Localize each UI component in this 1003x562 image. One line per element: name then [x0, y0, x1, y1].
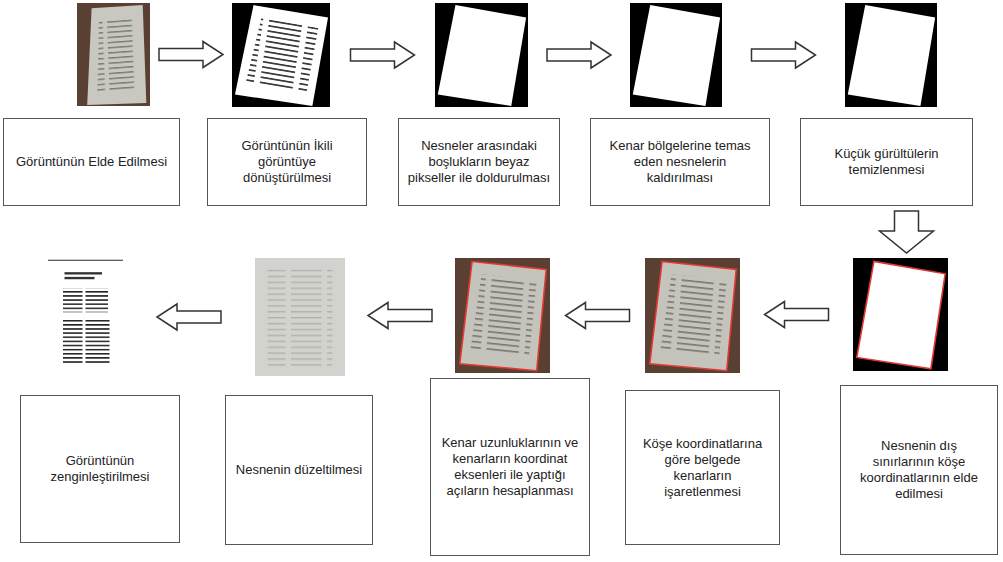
- illustration-slot: [455, 258, 550, 373]
- caption-box: Nesnenin düzeltilmesi: [225, 395, 373, 545]
- cleared-illustration: [630, 3, 722, 107]
- process-step: Nesnenin düzeltilmesi: [225, 258, 373, 545]
- process-step: Görüntünün Elde Edilmesi: [3, 3, 180, 206]
- enhanced-illustration: [48, 258, 123, 376]
- step-caption: Kenar bölgelerine temas eden nesnelerin …: [599, 138, 761, 186]
- corner-illustration: [853, 258, 948, 371]
- step-caption: Kenar uzunluklarının ve kenarların koord…: [439, 435, 581, 499]
- caption-box: Görüntünün Elde Edilmesi: [3, 118, 180, 206]
- block-arrow: [880, 211, 934, 253]
- illustration-slot: [845, 3, 937, 107]
- process-step: Kenar bölgelerine temas eden nesnelerin …: [590, 3, 770, 206]
- illustration-slot: [645, 258, 740, 373]
- process-step: Küçük gürültülerin temizlenmesi: [800, 3, 973, 206]
- caption-box: Görüntünün zenginleştirilmesi: [20, 395, 180, 543]
- illustration-slot: [232, 3, 330, 107]
- block-arrow: [752, 42, 816, 68]
- caption-box: Görüntünün İkili görüntüye dönüştürülmes…: [207, 118, 367, 206]
- filled-illustration: [435, 3, 528, 107]
- block-arrow: [547, 42, 611, 68]
- step-caption: Küçük gürültülerin temizlenmesi: [809, 146, 964, 178]
- caption-box: Nesnenin dış sınırlarının köşe koordinat…: [840, 385, 998, 555]
- block-arrow: [157, 304, 221, 330]
- caption-box: Kenar uzunluklarının ve kenarların koord…: [430, 378, 590, 556]
- illustration-slot: [255, 258, 345, 376]
- denoised-illustration: [845, 3, 937, 107]
- process-step: Görüntünün İkili görüntüye dönüştürülmes…: [207, 3, 367, 206]
- block-arrow: [765, 302, 829, 328]
- step-caption: Nesneler arasındaki boşlukların beyaz pi…: [407, 138, 551, 186]
- caption-box: Köşe koordinatlarına göre belgede kenarl…: [625, 390, 780, 545]
- caption-box: Küçük gürültülerin temizlenmesi: [800, 118, 973, 206]
- block-arrow: [368, 303, 432, 329]
- illustration-slot: [630, 3, 722, 107]
- process-step: Nesneler arasındaki boşlukların beyaz pi…: [398, 3, 560, 206]
- step-caption: Nesnenin düzeltilmesi: [236, 462, 362, 478]
- caption-box: Nesneler arasındaki boşlukların beyaz pi…: [398, 118, 560, 206]
- process-step: Köşe koordinatlarına göre belgede kenarl…: [625, 258, 780, 545]
- process-step: Kenar uzunluklarının ve kenarların koord…: [430, 258, 590, 556]
- block-arrow: [351, 42, 415, 68]
- illustration-slot: [48, 258, 123, 376]
- measured-photo-illustration: [455, 258, 550, 373]
- binary-illustration: [232, 3, 330, 107]
- block-arrow: [159, 42, 223, 68]
- step-caption: Görüntünün Elde Edilmesi: [16, 154, 167, 170]
- step-caption: Köşe koordinatlarına göre belgede kenarl…: [634, 436, 771, 500]
- step-caption: Görüntünün İkili görüntüye dönüştürülmes…: [216, 138, 358, 186]
- marked-photo-illustration: [645, 258, 740, 373]
- illustration-slot: [435, 3, 528, 107]
- block-arrow: [566, 303, 630, 329]
- process-step: Nesnenin dış sınırlarının köşe koordinat…: [840, 258, 998, 555]
- process-step: Görüntünün zenginleştirilmesi: [20, 258, 180, 543]
- step-caption: Nesnenin dış sınırlarının köşe koordinat…: [849, 438, 989, 502]
- illustration-slot: [853, 258, 948, 371]
- step-caption: Görüntünün zenginleştirilmesi: [29, 453, 171, 485]
- caption-box: Kenar bölgelerine temas eden nesnelerin …: [590, 118, 770, 206]
- corrected-illustration: [255, 258, 345, 376]
- photo-illustration: [77, 3, 150, 106]
- illustration-slot: [77, 3, 150, 106]
